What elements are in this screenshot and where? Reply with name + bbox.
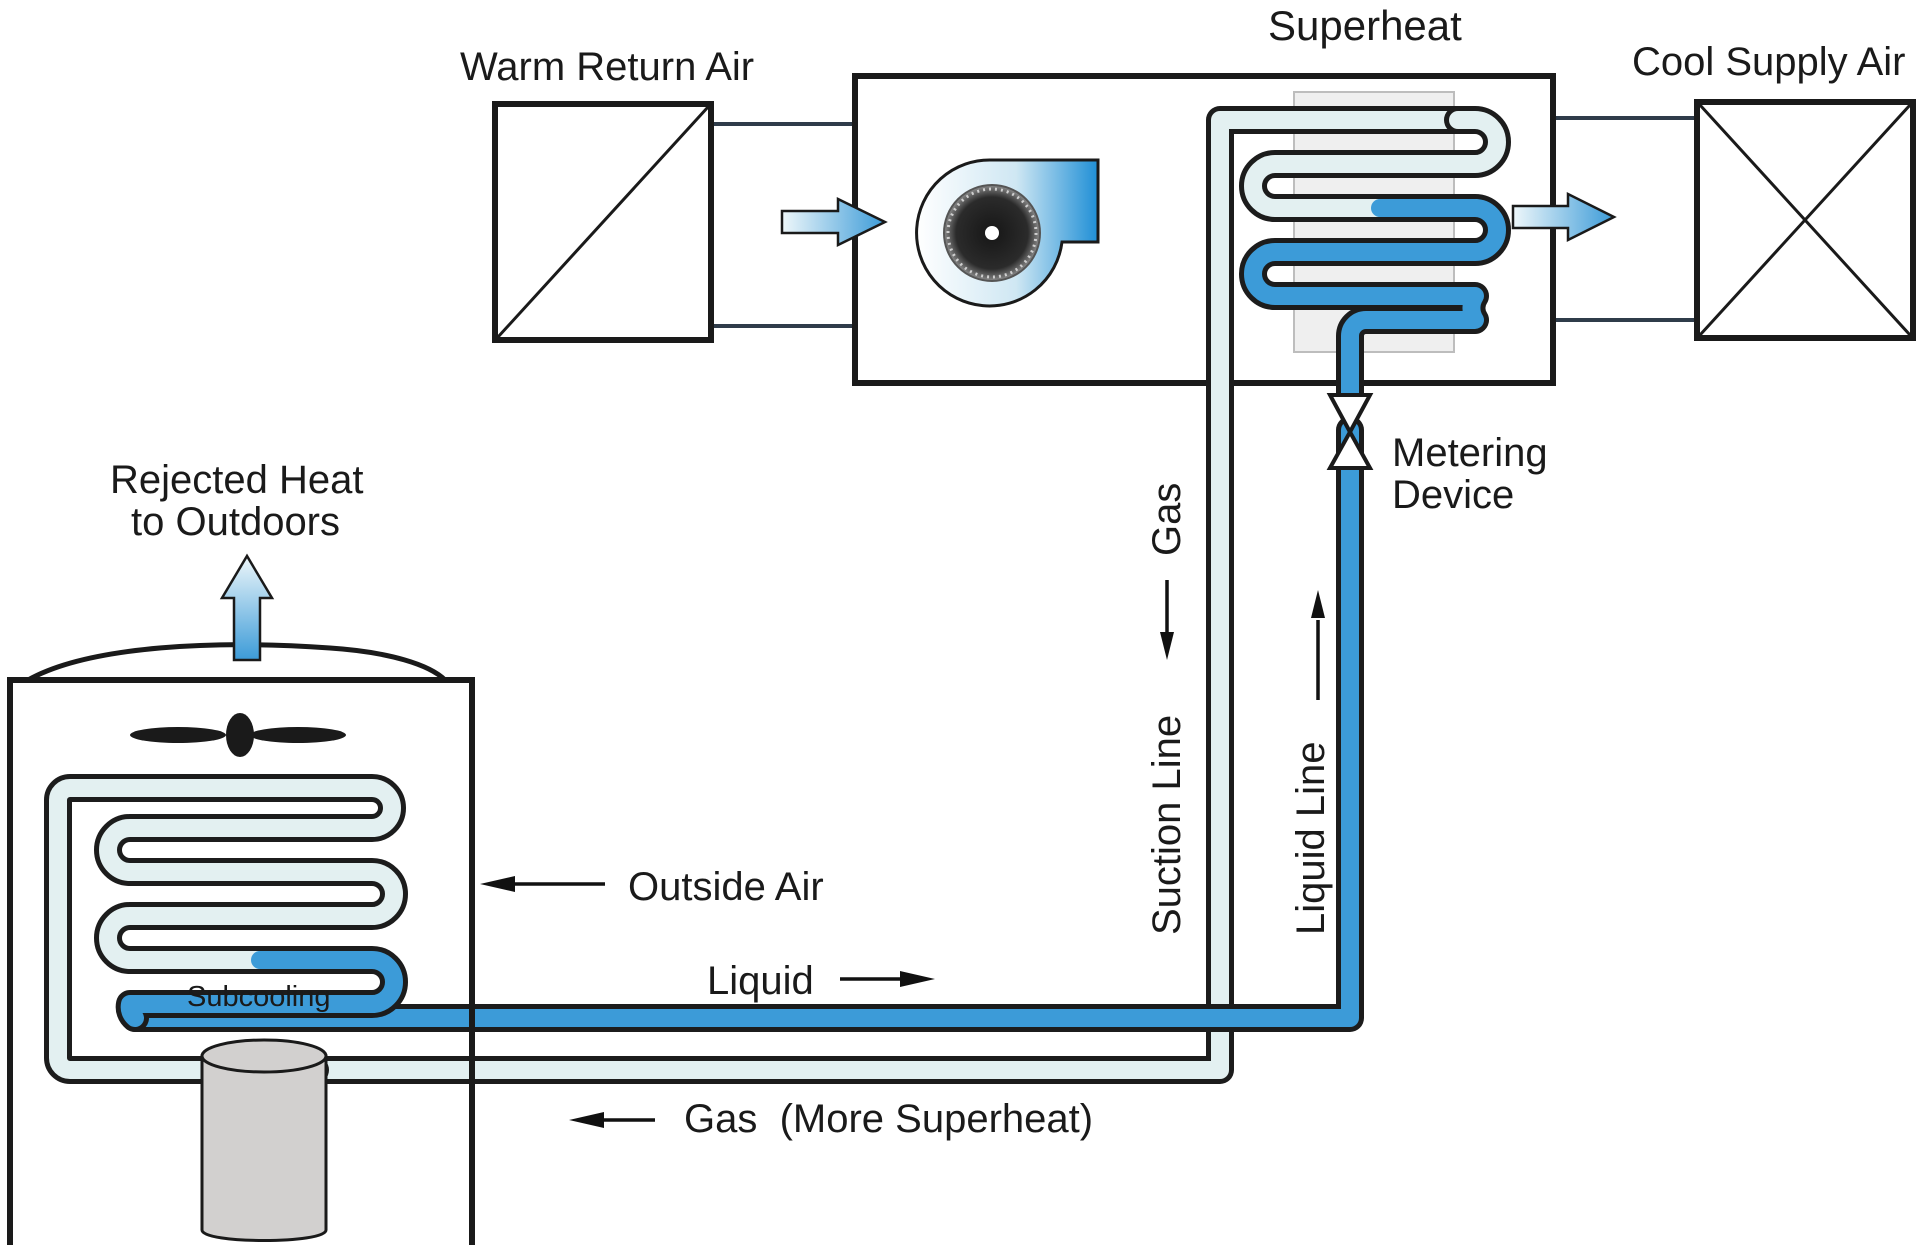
suction-line-label: Suction Line bbox=[1145, 715, 1189, 935]
evaporator-coil bbox=[1239, 106, 1511, 409]
gas-more-superheat-label: Gas (More Superheat) bbox=[684, 1097, 1093, 1141]
liquid-line-pipe bbox=[121, 416, 1364, 1032]
metering-device-label-line1: Metering bbox=[1392, 431, 1548, 475]
blower-fan-icon bbox=[915, 158, 1100, 308]
liquid-up-arrow-icon bbox=[1311, 590, 1325, 700]
metering-device-label-line2: Device bbox=[1392, 473, 1514, 517]
supply-register-icon bbox=[1694, 99, 1916, 341]
liquid-line-label: Liquid Line bbox=[1289, 742, 1333, 936]
warm-return-air-label: Warm Return Air bbox=[460, 45, 754, 89]
propeller-fan-icon bbox=[130, 713, 346, 757]
superheat-label: Superheat bbox=[1268, 2, 1462, 49]
rejected-heat-label-line2: to Outdoors bbox=[131, 500, 340, 544]
gas-down-arrow-icon bbox=[1160, 580, 1174, 660]
gas-left-arrow-icon bbox=[569, 1112, 655, 1128]
liquid-right-arrow-icon bbox=[840, 971, 935, 987]
filter-icon bbox=[492, 101, 714, 343]
expansion-valve-icon bbox=[1326, 393, 1374, 470]
outside-air-arrow-icon bbox=[480, 876, 605, 892]
liquid-label: Liquid bbox=[707, 959, 814, 1003]
supply-air-arrow-icon bbox=[1511, 191, 1617, 243]
gas-vertical-label: Gas bbox=[1145, 483, 1189, 556]
return-air-arrow-icon bbox=[780, 196, 888, 248]
cool-supply-air-label: Cool Supply Air bbox=[1632, 40, 1905, 84]
rejected-heat-label-line1: Rejected Heat bbox=[110, 458, 363, 502]
condenser-coil bbox=[44, 774, 408, 1084]
suction-line-pipe bbox=[301, 106, 1472, 1084]
condensing-unit-cabinet bbox=[7, 642, 475, 1245]
outside-air-label: Outside Air bbox=[628, 865, 824, 909]
rejected-heat-arrow-icon bbox=[219, 553, 275, 662]
compressor-icon bbox=[200, 1038, 328, 1242]
subcooling-label: Subcooling bbox=[187, 981, 331, 1013]
